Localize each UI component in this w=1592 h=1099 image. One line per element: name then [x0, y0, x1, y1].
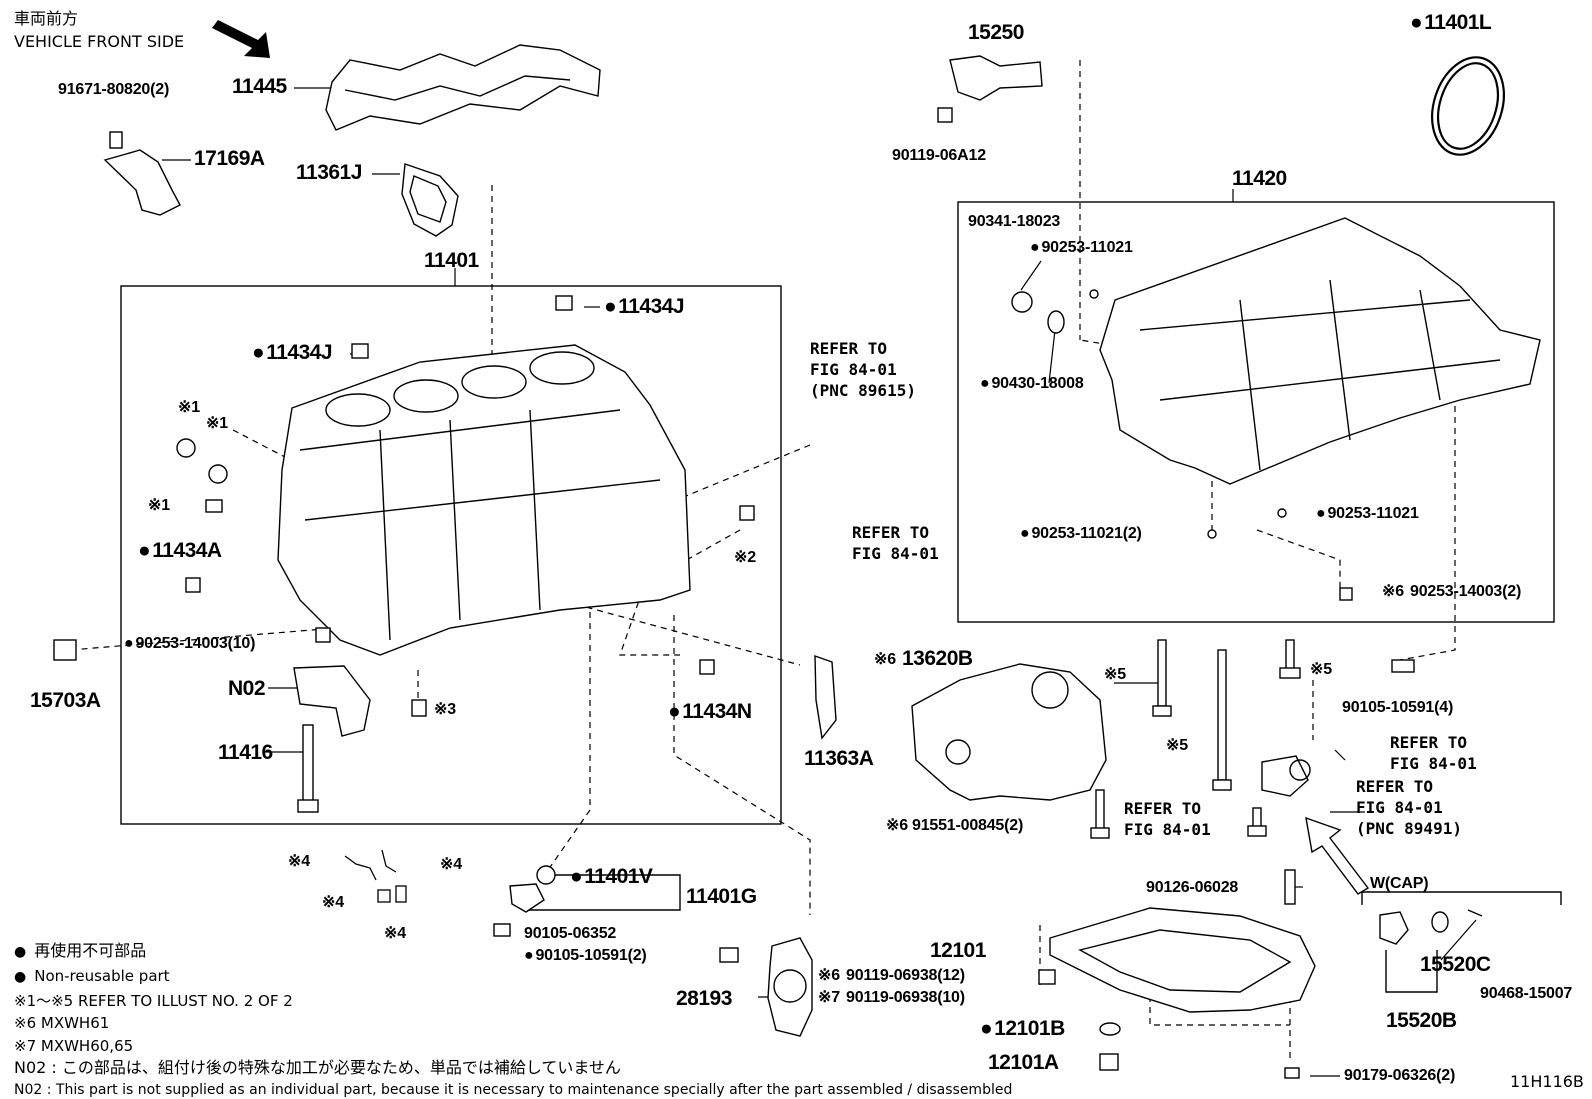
label-wcap[interactable]: W(CAP) [1370, 875, 1429, 892]
label-15520C[interactable]: 15520C [1420, 953, 1491, 976]
mark-1b: ※1 [206, 415, 228, 432]
mark-4-d: ※4 [384, 925, 406, 942]
heat-insulator-shape [325, 44, 601, 131]
label-12101B[interactable]: 12101B [980, 1018, 1065, 1039]
oil-pan-upper-group-frame [957, 201, 1555, 623]
label-90341-18023[interactable]: 90341-18023 [968, 213, 1061, 230]
label-90105-10591-2[interactable]: 90105-10591(2) [524, 948, 646, 964]
label-N02[interactable]: N02 [228, 677, 266, 700]
label-91551-00845-2[interactable]: 91551-00845(2) [912, 817, 1024, 834]
wcap-arrow [1305, 816, 1370, 895]
mark-6-d: ※6 [818, 967, 840, 984]
bracket-shape [103, 149, 181, 216]
label-11416[interactable]: 11416 [218, 741, 273, 764]
legend-nonreusable-en: Non-reusable part [14, 969, 169, 984]
label-11401G[interactable]: 11401G [686, 885, 757, 908]
mark-1a: ※1 [178, 399, 200, 416]
label-11434J-left[interactable]: 11434J [252, 342, 332, 363]
mark-2: ※2 [734, 549, 756, 566]
refer-fig-84-01-b[interactable]: REFER TO FIG 84-01 [1390, 733, 1477, 773]
mark-7: ※7 [818, 989, 840, 1006]
label-90253-14003-10[interactable]: 90253-14003(10) [124, 636, 255, 652]
label-91671-80820[interactable]: 91671-80820(2) [58, 81, 170, 98]
label-90253-11021-a[interactable]: 90253-11021 [1030, 240, 1132, 256]
refer-fig-84-01-pnc-89491[interactable]: REFER TO FIG 84-01 (PNC 89491) [1356, 777, 1462, 838]
label-11401[interactable]: 11401 [424, 249, 479, 272]
label-11434J-top[interactable]: 11434J [604, 296, 684, 317]
cylinder-block-group-frame [120, 285, 782, 825]
label-90105-10591-4[interactable]: 90105-10591(4) [1342, 699, 1454, 716]
mark-5-b: ※5 [1310, 661, 1332, 678]
label-90119-06938-10[interactable]: 90119-06938(10) [846, 989, 965, 1006]
label-90468-15007[interactable]: 90468-15007 [1480, 985, 1573, 1002]
mark-5-c: ※5 [1166, 737, 1188, 754]
label-90119-06938-12[interactable]: 90119-06938(12) [846, 967, 965, 984]
label-12101[interactable]: 12101 [930, 939, 986, 962]
figure-id: 11H116B [1510, 1072, 1584, 1091]
label-15520B[interactable]: 15520B [1386, 1009, 1457, 1032]
mark-6-b: ※6 [874, 651, 896, 668]
legend-n02-en: N02 : This part is not supplied as an in… [14, 1082, 1013, 1098]
label-13620B[interactable]: 13620B [902, 647, 973, 670]
legend-note-6: ※6 MXWH61 [14, 1014, 110, 1032]
mark-1c: ※1 [148, 497, 170, 514]
refer-fig-84-01-c[interactable]: REFER TO FIG 84-01 [1124, 799, 1211, 839]
vehicle-front-en: VEHICLE FRONT SIDE [14, 32, 185, 51]
label-90179-06326-2[interactable]: 90179-06326(2) [1344, 1067, 1456, 1084]
mark-4-c: ※4 [322, 894, 344, 911]
label-11434A[interactable]: 11434A [138, 540, 222, 561]
label-28193[interactable]: 28193 [676, 987, 732, 1010]
mark-4-b: ※4 [440, 856, 462, 873]
refer-fig-84-01-pnc-89615[interactable]: REFER TO FIG 84-01 (PNC 89615) [810, 339, 916, 400]
label-15703A[interactable]: 15703A [30, 689, 101, 712]
label-11445[interactable]: 11445 [232, 75, 287, 98]
mark-5-a: ※5 [1104, 666, 1126, 683]
gasket-11361j [401, 163, 459, 237]
vehicle-front-arrow [212, 20, 270, 58]
mark-3: ※3 [434, 701, 456, 718]
oil-control-valve-shape [949, 55, 1043, 101]
label-90119-06A12[interactable]: 90119-06A12 [892, 147, 986, 164]
wcap-bracket [1361, 891, 1562, 905]
legend-nonreusable-jp: 再使用不可部品 [14, 943, 146, 959]
mark-6-a: ※6 [1382, 583, 1404, 600]
label-11363A[interactable]: 11363A [804, 747, 874, 770]
legend-n02-jp: N02 : この部品は、組付け後の特殊な加工が必要なため、単品では補給していませ… [14, 1058, 621, 1077]
legend-note-1-5: ※1～※5 REFER TO ILLUST NO. 2 OF 2 [14, 992, 293, 1010]
label-11401L[interactable]: 11401L [1410, 12, 1492, 33]
refer-fig-84-01-a[interactable]: REFER TO FIG 84-01 [852, 523, 939, 563]
label-90253-11021-b[interactable]: 90253-11021 [1316, 506, 1418, 522]
label-90430-18008[interactable]: 90430-18008 [980, 376, 1083, 392]
label-15250[interactable]: 15250 [968, 21, 1024, 44]
oil-pump-shape [911, 663, 1107, 801]
mark-6-c: ※6 [886, 817, 908, 834]
vehicle-front-jp: 車両前方 [14, 9, 79, 28]
mark-4-a: ※4 [288, 853, 310, 870]
15520b-bracket [1385, 950, 1438, 993]
label-11401V[interactable]: 11401V [570, 866, 653, 887]
label-11434N[interactable]: 11434N [668, 701, 752, 722]
n02-part-shape [293, 665, 371, 737]
oil-pan-12101-shape [1049, 907, 1316, 1013]
label-11420[interactable]: 11420 [1232, 167, 1287, 190]
oil-seal-11401l-shape [1431, 56, 1505, 156]
label-90105-06352[interactable]: 90105-06352 [524, 925, 617, 942]
oil-pan-upper-shape [1099, 217, 1541, 485]
label-90126-06028[interactable]: 90126-06028 [1146, 879, 1239, 896]
legend-note-7: ※7 MXWH60,65 [14, 1037, 134, 1055]
label-11361J[interactable]: 11361J [296, 161, 362, 184]
label-17169A[interactable]: 17169A [194, 147, 265, 170]
gasket-28193-shape [767, 937, 813, 1037]
label-90253-14003-2[interactable]: 90253-14003(2) [1410, 583, 1522, 600]
label-90253-11021-2[interactable]: 90253-11021(2) [1020, 526, 1141, 542]
label-12101A[interactable]: 12101A [988, 1051, 1059, 1074]
